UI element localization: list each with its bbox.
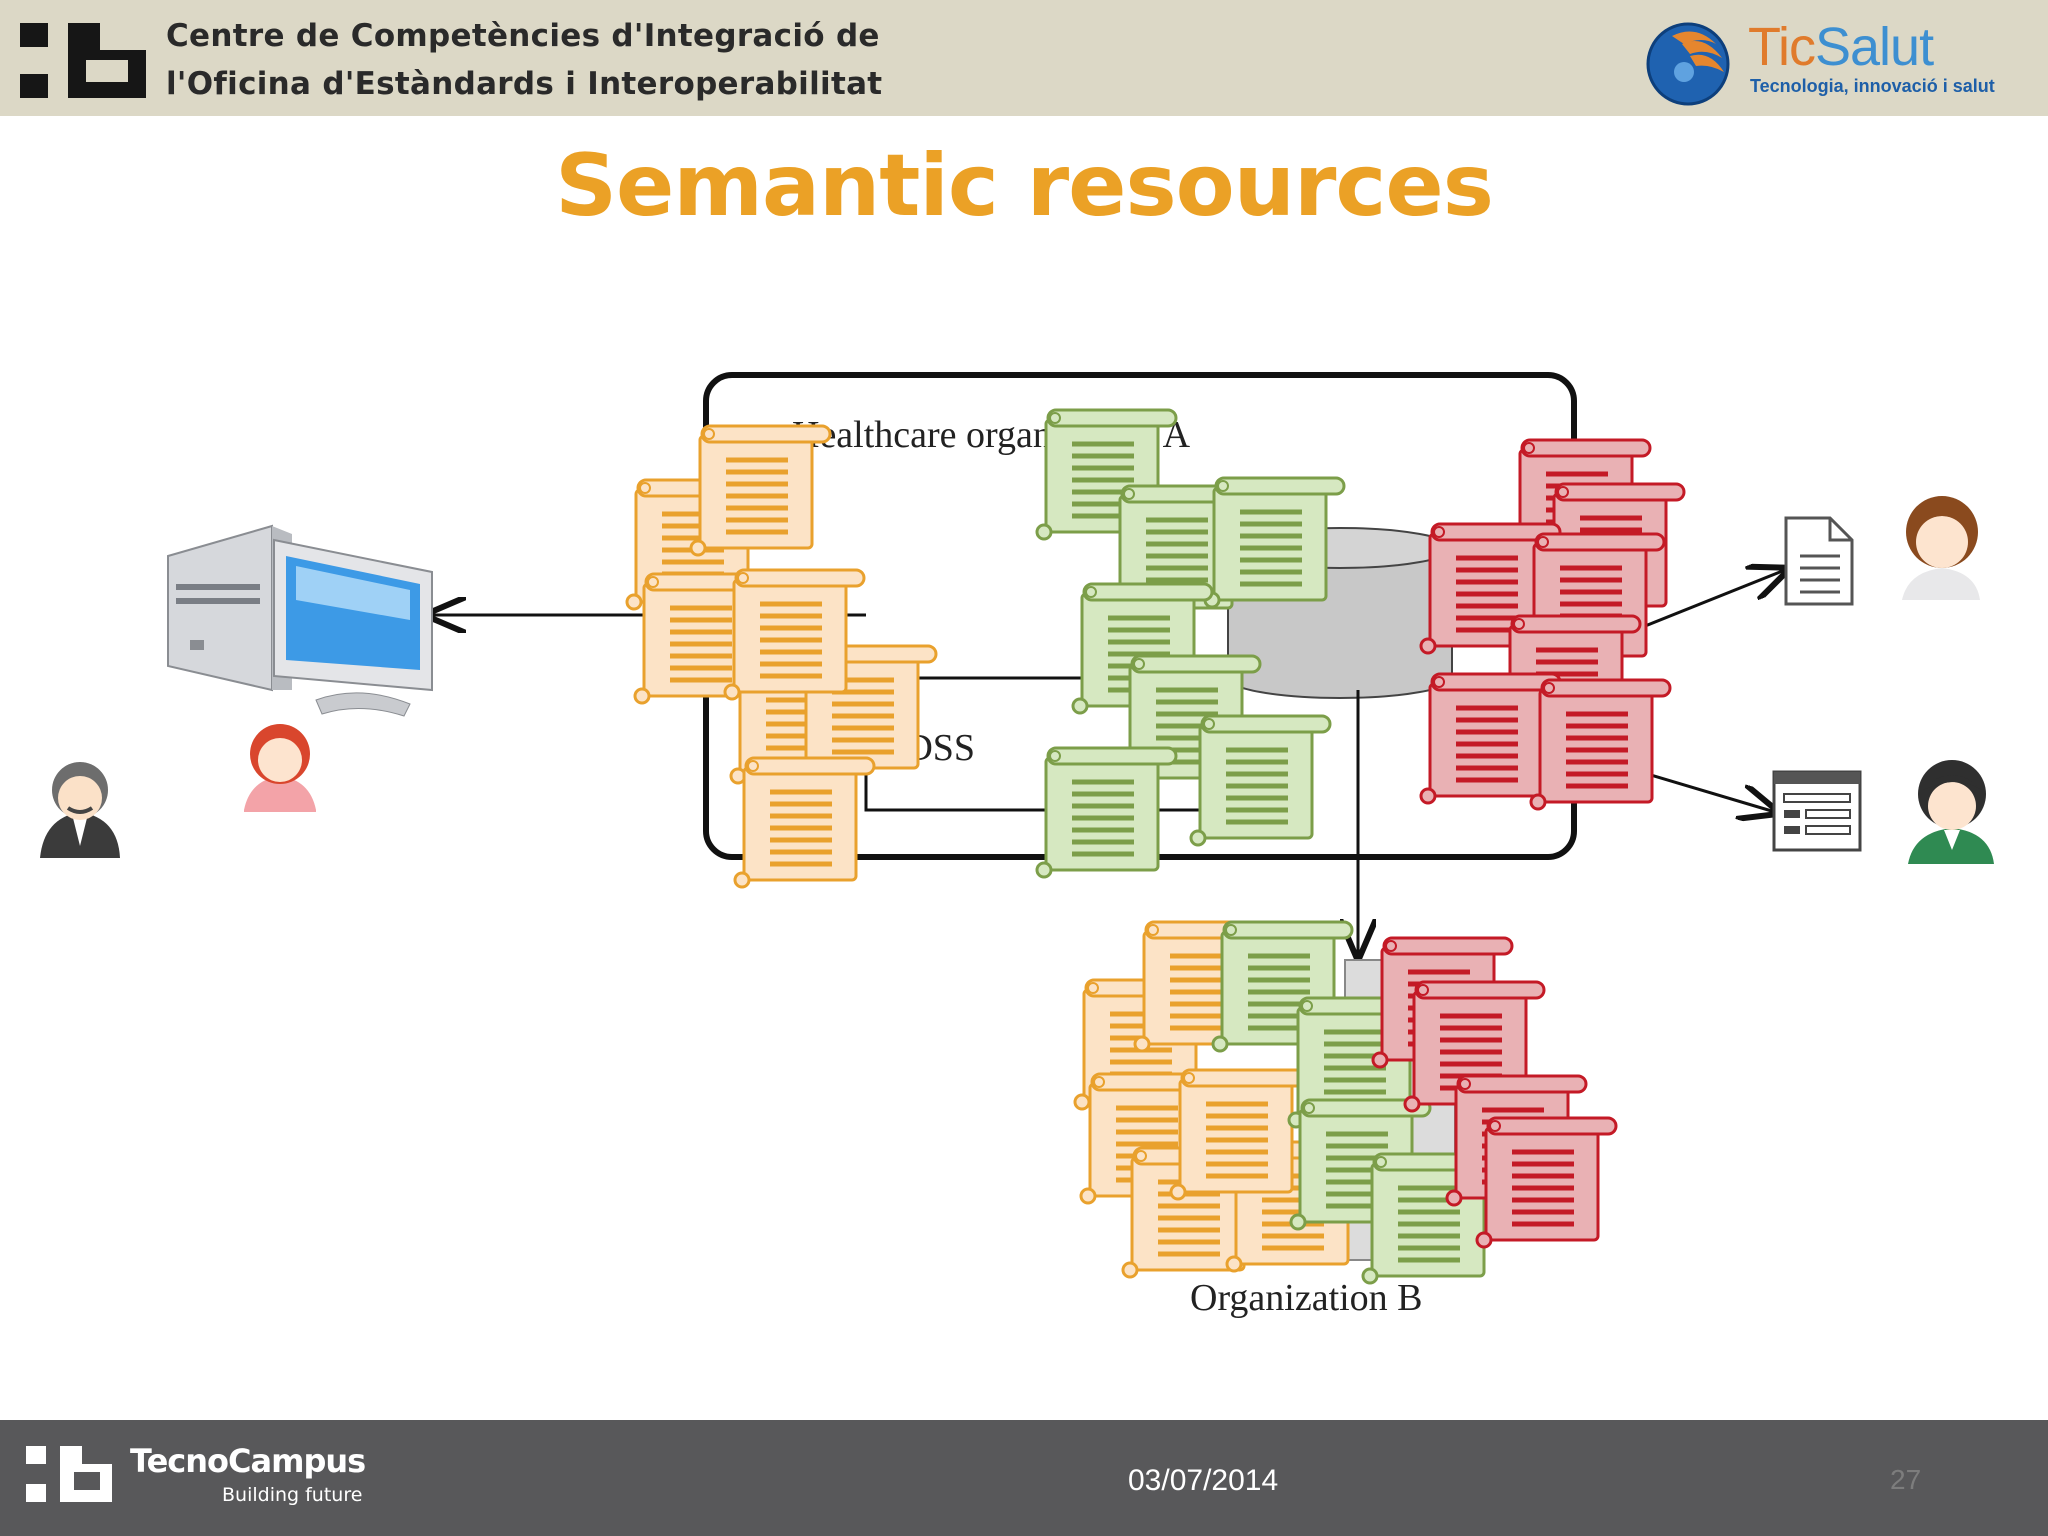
doctor-avatar-icon [40,762,120,858]
ticsalut-globe-icon [1646,22,1730,106]
page-number: 27 [1890,1464,1922,1495]
nurse-avatar-icon [244,724,316,812]
scroll-icon [689,424,832,557]
ticsalut-wordmark: TicSalut [1748,17,1934,77]
scroll-icon [733,756,876,889]
org-b-label: Organization B [1190,1277,1423,1319]
scroll-icon [1529,678,1672,811]
scroll-icon [1189,714,1332,847]
computer-icon [167,524,433,717]
footer-date: 03/07/2014 [1128,1464,1279,1497]
header-bar: Centre de Competències d'Integració de l… [0,0,2048,116]
slide-title: Semantic resources [555,136,1494,236]
scroll-icon [723,568,866,701]
scroll-icon [1475,1116,1618,1249]
man-avatar-icon [1908,760,1994,864]
tecnocampus-logo-icon [26,1446,112,1502]
tecnocampus-wordmark: TecnoCampus [130,1442,366,1480]
header-title-line-2: l'Oficina d'Estàndards i Interoperabilit… [166,66,883,102]
ticsalut-tagline: Tecnologia, innovació i salut [1750,76,1995,96]
cci-logo-icon [20,23,146,98]
footer-bar: TecnoCampus Building future 03/07/2014 2… [0,1420,2048,1536]
form-icon [1772,770,1862,852]
semantic-resource-scrolls [625,408,1686,1285]
tecnocampus-tagline: Building future [222,1484,363,1506]
woman-avatar-icon [1902,496,1980,600]
scroll-icon [1169,1068,1312,1201]
scroll-icon [1203,476,1346,609]
document-icon [1784,516,1854,606]
header-title-line-1: Centre de Competències d'Integració de [166,18,880,54]
scroll-icon [1035,746,1178,879]
ticsalut-logo: TicSalut Tecnologia, innovació i salut [1644,14,2024,110]
